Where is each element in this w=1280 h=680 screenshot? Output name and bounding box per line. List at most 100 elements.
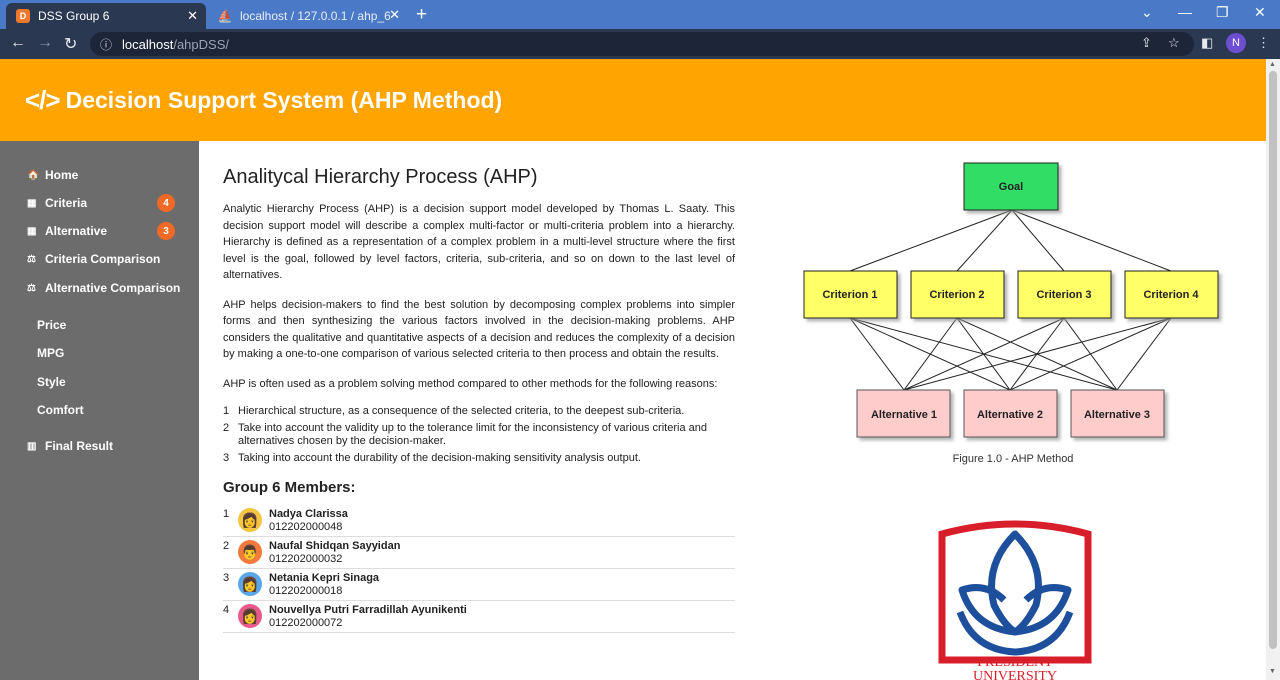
member-name: Naufal Shidqan Sayyidan — [269, 540, 401, 552]
sidebar-item-label: Final Result — [45, 439, 114, 453]
side-panel-icon[interactable]: ◧ — [1201, 35, 1214, 50]
site-title[interactable]: Decision Support System (AHP Method) — [65, 86, 503, 113]
reload-icon[interactable]: ↻ — [64, 36, 78, 53]
dss-favicon-icon: D — [16, 9, 30, 23]
alternative-node: Alternative 1 — [856, 389, 951, 438]
phpmyadmin-favicon-icon: ⛵ — [217, 8, 233, 23]
url-host: localhost — [122, 36, 174, 52]
criterion-node: Criterion 3 — [1017, 270, 1112, 319]
sidebar-item-label: Criteria Comparison — [45, 252, 161, 266]
ahp-hierarchy-diagram: Goal Criterion 1 Criterion 2 Criterion 3… — [803, 162, 1219, 438]
sidebar-item-criteria[interactable]: ▦ Criteria 4 — [27, 193, 187, 213]
member-name: Nouvellya Putri Farradillah Ayunikenti — [269, 604, 467, 616]
paragraph: AHP is often used as a problem solving m… — [223, 377, 718, 390]
new-tab-button[interactable]: + — [416, 4, 428, 25]
tab-title: DSS Group 6 — [38, 9, 110, 23]
criterion-label: Criterion 4 — [1143, 289, 1199, 301]
sidebar-subitem-price[interactable]: Price — [37, 318, 67, 332]
count-badge: 3 — [157, 222, 175, 240]
table-icon: ▦ — [27, 197, 37, 209]
home-icon: 🏠 — [27, 169, 40, 181]
sidebar-item-alternative-comparison[interactable]: ⚖ Alternative Comparison — [27, 278, 187, 298]
tab-dss-group-6[interactable]: D DSS Group 6 ✕ — [6, 3, 206, 29]
page-scrollbar[interactable]: ▲ ▼ — [1266, 59, 1280, 680]
figure-caption: Figure 1.0 - AHP Method — [952, 453, 1074, 465]
list-number: 1 — [223, 405, 230, 417]
logo-text-line1: PRESIDENT — [977, 655, 1053, 670]
bar-chart-icon: ▥ — [27, 440, 37, 452]
code-icon: </> — [25, 84, 61, 115]
paragraph: AHP helps decision-makers to find the be… — [223, 298, 735, 361]
share-icon[interactable]: ⇪ — [1141, 35, 1152, 50]
scroll-down-icon[interactable]: ▼ — [1269, 668, 1276, 675]
members-heading: Group 6 Members: — [223, 479, 356, 496]
member-name: Netania Kepri Sinaga — [269, 572, 380, 584]
list-text: Take into account the validity up to the… — [238, 422, 707, 447]
alternative-node: Alternative 3 — [1070, 389, 1165, 438]
member-number: 2 — [223, 540, 230, 552]
member-number: 4 — [223, 604, 230, 616]
forward-icon[interactable]: → — [37, 34, 53, 51]
close-tab-icon[interactable]: ✕ — [187, 8, 198, 23]
criterion-label: Criterion 1 — [822, 289, 877, 301]
list-text: Hierarchical structure, as a consequence… — [238, 405, 685, 417]
url-path: /ahpDSS/ — [173, 36, 229, 52]
reasons-list: 1 Hierarchical structure, as a consequenc… — [223, 405, 735, 465]
criterion-node: Criterion 1 — [803, 270, 898, 319]
avatar-icon: 👨 — [238, 540, 262, 564]
criterion-label: Criterion 2 — [929, 289, 984, 301]
list-number: 3 — [223, 452, 230, 464]
bookmark-star-icon[interactable]: ☆ — [1168, 35, 1180, 50]
tab-search-icon[interactable]: ⌄ — [1141, 4, 1153, 20]
scroll-up-icon[interactable]: ▲ — [1269, 61, 1276, 68]
criterion-label: Criterion 3 — [1036, 289, 1091, 301]
browser-tabstrip: D DSS Group 6 ✕ ⛵ localhost / 127.0.0.1 … — [0, 0, 1280, 29]
avatar-icon: 👩 — [238, 604, 262, 628]
close-window-icon[interactable]: ✕ — [1254, 4, 1266, 20]
alternative-label: Alternative 2 — [977, 409, 1043, 421]
site-info-icon[interactable]: ⓘ — [100, 37, 113, 52]
member-id: 012202000032 — [269, 553, 343, 565]
sidebar-item-label: Alternative — [45, 224, 108, 238]
sidebar-subitem-style[interactable]: Style — [37, 375, 66, 389]
list-text: Taking into account the durability of th… — [238, 452, 641, 464]
member-number: 3 — [223, 572, 230, 584]
balance-scale-icon: ⚖ — [27, 282, 36, 294]
alternative-node: Alternative 2 — [963, 389, 1058, 438]
balance-scale-icon: ⚖ — [27, 253, 36, 265]
table-icon: ▦ — [27, 225, 37, 237]
list-item: 1 Hierarchical structure, as a consequenc… — [223, 405, 735, 418]
sidebar-item-alternative[interactable]: ▦ Alternative 3 — [27, 221, 187, 241]
member-id: 012202000048 — [269, 521, 343, 533]
member-number: 1 — [223, 508, 230, 520]
sidebar-item-home[interactable]: 🏠 Home — [27, 165, 187, 185]
sidebar-item-criteria-comparison[interactable]: ⚖ Criteria Comparison — [27, 249, 187, 269]
sidebar-subitem-comfort[interactable]: Comfort — [37, 403, 84, 417]
logo-text-line2: UNIVERSITY — [973, 669, 1057, 680]
tab-phpmyadmin[interactable]: ⛵ localhost / 127.0.0.1 / ahp_6 | php ✕ — [208, 2, 408, 29]
member-row: 4 👩 Nouvellya Putri Farradillah Ayuniken… — [223, 601, 735, 633]
sidebar-item-final-result[interactable]: ▥ Final Result — [27, 436, 187, 456]
paragraph: Analytic Hierarchy Process (AHP) is a de… — [223, 203, 735, 281]
list-item: 3 Taking into account the durability of t… — [223, 452, 735, 465]
url-field[interactable]: ⓘ localhost/ahpDSS/ — [90, 32, 1194, 56]
scrollbar-thumb[interactable] — [1269, 71, 1277, 649]
sidebar: 🏠 Home ▦ Criteria 4 ▦ Alternative 3 ⚖ Cr… — [0, 141, 199, 680]
menu-kebab-icon[interactable]: ⋮ — [1257, 35, 1270, 50]
goal-node: Goal — [963, 162, 1059, 211]
member-id: 012202000018 — [269, 585, 343, 597]
back-icon[interactable]: ← — [10, 34, 26, 51]
address-bar-row: ← → ↻ ⓘ localhost/ahpDSS/ ⇪ ☆ ◧ N ⋮ — [0, 29, 1280, 59]
page-title: Analitycal Hierarchy Process (AHP) — [223, 166, 538, 188]
close-tab-icon[interactable]: ✕ — [389, 7, 400, 22]
site-banner: </> Decision Support System (AHP Method) — [0, 59, 1266, 141]
tab-title: localhost / 127.0.0.1 / ahp_6 | php — [240, 8, 390, 23]
minimize-icon[interactable]: — — [1178, 4, 1192, 20]
sidebar-subitem-mpg[interactable]: MPG — [37, 346, 65, 360]
profile-avatar[interactable]: N — [1226, 33, 1246, 53]
goal-label: Goal — [999, 181, 1023, 193]
maximize-icon[interactable]: ❐ — [1216, 4, 1229, 20]
main-content: Analitycal Hierarchy Process (AHP) Analy… — [223, 166, 735, 633]
